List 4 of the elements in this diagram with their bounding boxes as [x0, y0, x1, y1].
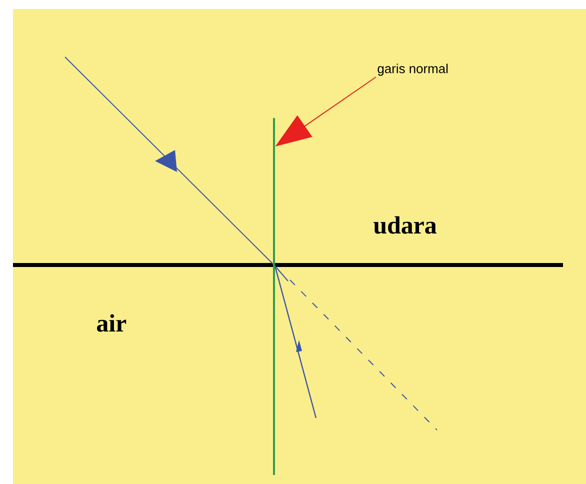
region-label: air [97, 314, 126, 332]
region-label: udara [374, 216, 436, 234]
normal-line [273, 118, 275, 475]
node-label: garis normal [378, 64, 448, 76]
